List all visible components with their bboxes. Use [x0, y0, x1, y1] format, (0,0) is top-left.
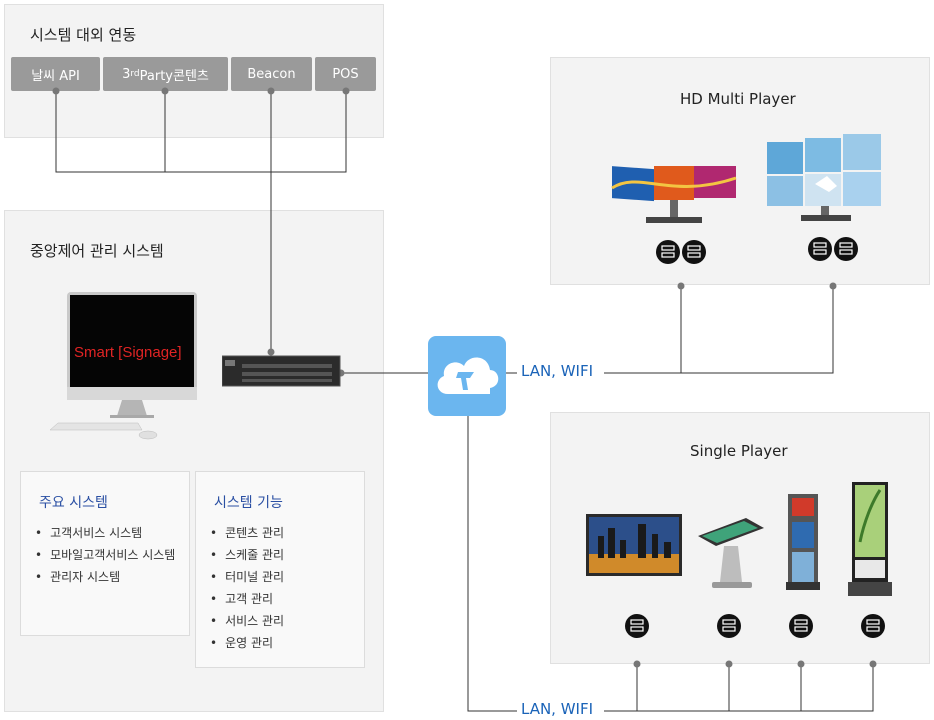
system-features-box: 시스템 기능 콘텐츠 관리 스케줄 관리 터미널 관리 고객 관리 서비스 관리…	[195, 471, 365, 668]
tag-bus-line	[55, 91, 347, 173]
list-item: 콘텐츠 관리	[210, 522, 284, 544]
cloud-to-single-line	[467, 416, 520, 712]
junction-dot	[829, 282, 837, 290]
external-integration-title: 시스템 대외 연동	[30, 26, 137, 44]
system-features-title: 시스템 기능	[214, 495, 283, 511]
imac-icon: Smart [Signage]	[50, 292, 197, 440]
list-item: 스케줄 관리	[210, 544, 284, 566]
main-systems-box: 주요 시스템 고객서비스 시스템 모바일고객서비스 시스템 관리자 시스템	[20, 471, 190, 636]
single-player-title: Single Player	[690, 442, 788, 460]
main-systems-list: 고객서비스 시스템 모바일고객서비스 시스템 관리자 시스템	[35, 522, 175, 588]
lan-wifi-label-bottom: LAN, WIFI	[517, 700, 598, 718]
digital-standee-icon	[848, 482, 892, 596]
main-systems-title: 주요 시스템	[39, 495, 108, 511]
junction-dot	[342, 87, 350, 95]
junction-dot	[797, 660, 805, 668]
junction-dot	[677, 282, 685, 290]
cloud-icon	[428, 336, 506, 416]
tag-weather-api: 날씨 API	[11, 57, 100, 91]
list-item: 고객서비스 시스템	[35, 522, 175, 544]
server-icon-pair-2	[808, 237, 858, 261]
hd-multi-player-title: HD Multi Player	[680, 90, 796, 108]
central-control-title: 중앙제어 관리 시스템	[30, 242, 164, 260]
junction-dot	[725, 660, 733, 668]
lan-to-hd-line	[604, 286, 834, 374]
tag-beacon: Beacon	[231, 57, 312, 91]
server-icon	[789, 614, 813, 638]
tag-3rd-party-label: Party콘텐츠	[139, 68, 209, 84]
network-switch-icon	[222, 355, 341, 387]
video-wall-monitor-icon	[767, 134, 881, 221]
list-item: 모바일고객서비스 시스템	[35, 544, 175, 566]
triple-monitor-icon	[611, 166, 737, 223]
list-item: 관리자 시스템	[35, 566, 175, 588]
lan-wifi-label-top: LAN, WIFI	[517, 362, 598, 380]
tag-3rd-suffix: rd	[130, 69, 140, 79]
server-icon	[717, 614, 741, 638]
list-item: 터미널 관리	[210, 566, 284, 588]
tag-pos: POS	[315, 57, 376, 91]
server-icon-pair-1	[656, 240, 706, 264]
server-icon	[861, 614, 885, 638]
junction-dot	[267, 87, 275, 95]
server-icon	[625, 614, 649, 638]
list-item: 고객 관리	[210, 588, 284, 610]
junction-dot	[869, 660, 877, 668]
tag-3rd-prefix: 3	[122, 66, 131, 82]
table-kiosk-icon	[698, 518, 764, 588]
list-item: 운영 관리	[210, 632, 284, 654]
list-item: 서비스 관리	[210, 610, 284, 632]
wall-display-icon	[586, 514, 682, 576]
system-features-list: 콘텐츠 관리 스케줄 관리 터미널 관리 고객 관리 서비스 관리 운영 관리	[210, 522, 284, 654]
imac-screen-text: Smart [Signage]	[74, 344, 182, 361]
junction-dot	[267, 348, 275, 356]
standing-kiosk-icon	[786, 494, 820, 590]
lan-to-single-line	[604, 664, 874, 712]
junction-dot	[161, 87, 169, 95]
junction-dot	[52, 87, 60, 95]
junction-dot	[633, 660, 641, 668]
